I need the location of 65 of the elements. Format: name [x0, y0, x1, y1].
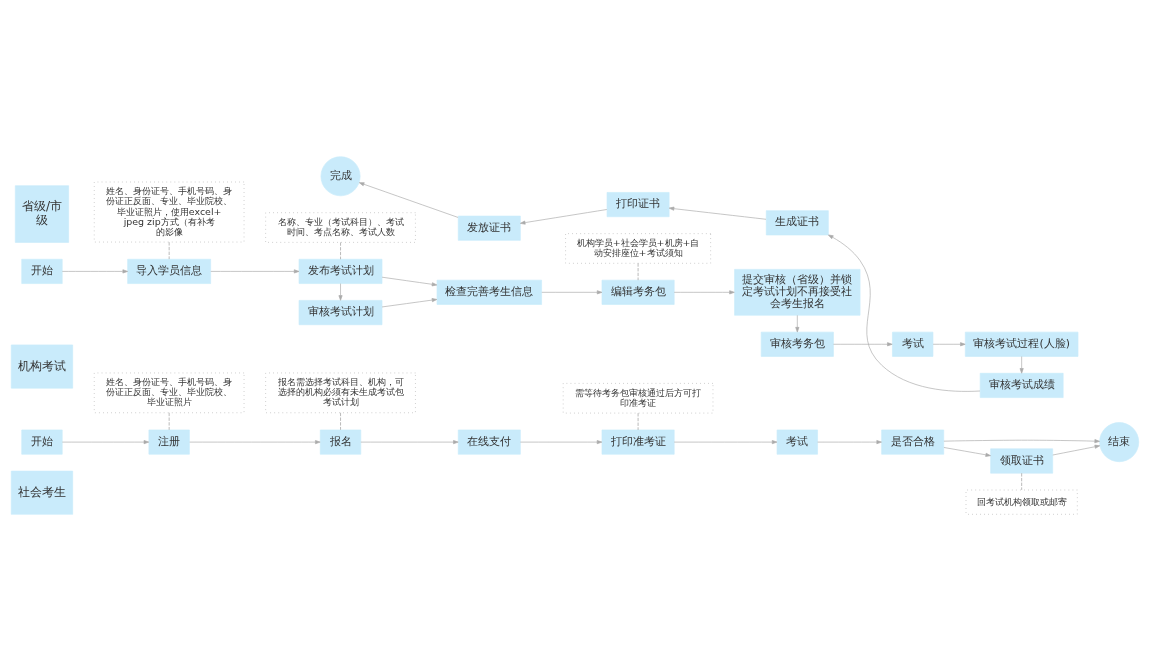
- node-box: 在线支付: [457, 429, 521, 455]
- node-box: 名称、专业（考试科目）、考试时间、考点名称、考试人数: [265, 211, 416, 243]
- arrow: [210, 268, 300, 273]
- node-box: 审核考试计划: [298, 299, 383, 325]
- node-box: 打印准考证: [601, 429, 675, 455]
- node-box: 发布考试计划: [298, 258, 383, 284]
- node-box: 机构考试: [10, 344, 73, 388]
- node-box: 审核考试成绩: [979, 372, 1064, 398]
- node-box: 注册: [148, 429, 190, 455]
- node-box: 提交审核（省级）并锁定考试计划不再接受社会考生报名: [734, 268, 861, 316]
- node-box: 导入学员信息: [127, 258, 211, 284]
- node-box: 审核考务包: [760, 331, 834, 357]
- node-box: 姓名、身份证号、手机号码、身份证正反面、专业、毕业院校、毕业证照片: [93, 372, 245, 413]
- connector: [168, 411, 170, 430]
- node-box: 考试: [776, 429, 818, 455]
- node-box: 发放证书: [457, 215, 521, 241]
- arrow: [673, 289, 735, 294]
- arrow: [360, 439, 459, 444]
- node-circle: 结束: [1099, 421, 1140, 462]
- arrow: [795, 314, 800, 332]
- node-box: 机构学员+社会学员+机房+自动安排座位+考试须知: [565, 232, 711, 264]
- arrow: [828, 234, 981, 392]
- node-box: 社会考生: [10, 470, 73, 515]
- node-circle: 完成: [320, 155, 361, 196]
- node-box: 审核考试过程(人脸): [965, 331, 1079, 357]
- arrow: [1052, 444, 1101, 455]
- node-box: 姓名、身份证号、手机号码、身份证正反面、专业、毕业院校、毕业证照片，使用excel+jpeg zip方式（有补考的影像: [93, 181, 245, 242]
- node-box: 检查完善考生信息: [436, 279, 542, 305]
- arrow: [1019, 355, 1024, 374]
- node-box: 回考试机构领取或邮寄: [965, 489, 1078, 515]
- connector: [1021, 472, 1022, 490]
- node-box: 是否合格: [881, 429, 945, 455]
- arrow: [61, 439, 150, 444]
- arrow: [358, 181, 459, 218]
- arrow: [541, 289, 603, 294]
- arrow: [932, 341, 966, 346]
- arrow: [189, 439, 321, 444]
- arrow: [381, 276, 438, 286]
- node-box: 省级/市级: [15, 184, 69, 243]
- connector: [340, 411, 341, 430]
- arrow: [668, 206, 767, 220]
- connector: [168, 241, 170, 259]
- node-box: 生成证书: [765, 209, 829, 235]
- arrow: [943, 446, 991, 457]
- connector: [637, 412, 639, 430]
- node-box: 领取证书: [990, 448, 1054, 473]
- node-box: 报名: [319, 429, 362, 455]
- node-box: 需等待考务包审核通过后方可打印准考证: [562, 382, 714, 413]
- arrow: [61, 268, 128, 273]
- arrow: [520, 208, 608, 225]
- arrow: [338, 282, 343, 301]
- arrow: [833, 341, 893, 346]
- arrow: [673, 439, 778, 444]
- node-box: 打印证书: [606, 191, 670, 217]
- arrow: [381, 297, 438, 307]
- arrow: [817, 439, 882, 444]
- node-box: 编辑考务包: [601, 279, 675, 305]
- node-box: 报名需选择考试科目、机构，可选择的机构必须有未生成考试包考试计划: [265, 372, 416, 413]
- node-box: 开始: [21, 258, 63, 284]
- arrow: [520, 439, 603, 444]
- node-box: 开始: [21, 429, 63, 455]
- node-box: 考试: [892, 331, 934, 357]
- connector: [637, 262, 639, 280]
- arrow: [943, 438, 1100, 443]
- connector: [340, 241, 341, 260]
